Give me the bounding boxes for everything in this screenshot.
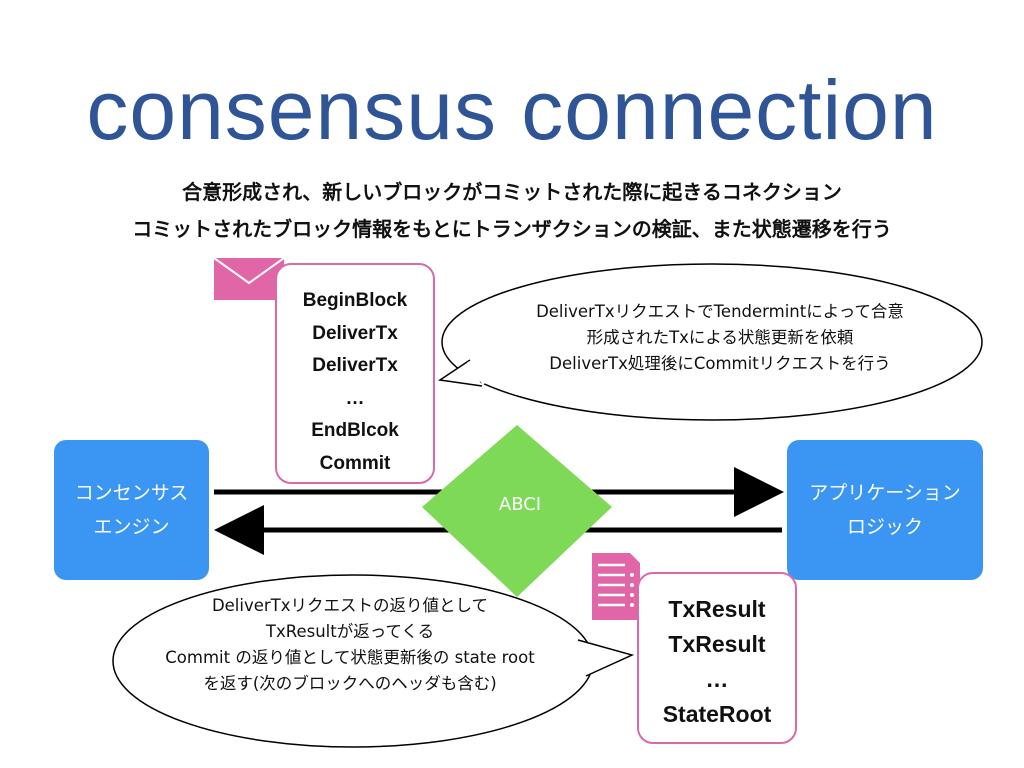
request-message-list: BeginBlock DeliverTx DeliverTx … EndBlco… (275, 263, 435, 484)
response-bubble-shape (112, 574, 635, 748)
response-message: TxResult (668, 631, 766, 657)
request-bubble-line: 形成されたTxによる状態更新を依頼 (586, 328, 854, 347)
envelope-icon (213, 257, 285, 300)
request-message: Commit (319, 452, 391, 474)
response-bubble-line: を返す(次のブロックへのヘッダも含む) (203, 674, 497, 693)
request-message: … (345, 387, 365, 409)
request-message: BeginBlock (302, 290, 408, 311)
response-bubble-line: TxResultが返ってくる (265, 622, 435, 641)
subtitle-line-1: 合意形成され、新しいブロックがコミットされた際に起きるコネクション (182, 180, 842, 204)
consensus-engine-label-2: エンジン (93, 516, 170, 538)
request-message: EndBlcok (311, 420, 399, 441)
request-bubble-shape (437, 263, 983, 421)
application-logic-box: アプリケーション ロジック (787, 440, 983, 580)
request-bubble-line: DeliverTx処理後にCommitリクエストを行う (549, 354, 891, 373)
request-message: DeliverTx (312, 322, 398, 344)
application-logic-label-2: ロジック (846, 516, 923, 538)
response-message: … (705, 666, 729, 692)
application-logic-label-1: アプリケーション (809, 482, 961, 504)
request-bubble-text: DeliverTxリクエストでTendermintによって合意 形成されたTxに… (470, 299, 970, 377)
response-message: StateRoot (662, 701, 772, 727)
response-message: TxResult (668, 596, 766, 622)
document-list-icon (592, 553, 640, 620)
response-bubble-line: Commit の返り値として状態更新後の state root (165, 648, 535, 667)
subtitle-line-2: コミットされたブロック情報をもとにトランザクションの検証、また状態遷移を行う (132, 217, 892, 241)
abci-diamond (422, 425, 612, 597)
consensus-engine-box: コンセンサス エンジン (54, 440, 209, 580)
abci-label: ABCI (498, 494, 542, 515)
consensus-engine-label-1: コンセンサス (74, 482, 189, 504)
page-title: consensus connection (86, 63, 938, 157)
response-bubble-text: DeliverTxリクエストの返り値として TxResultが返ってくる Com… (110, 593, 590, 697)
request-message: DeliverTx (312, 355, 398, 376)
response-message-list: TxResult TxResult … StateRoot (637, 572, 797, 744)
response-bubble-line: DeliverTxリクエストの返り値として (211, 596, 489, 615)
request-bubble-line: DeliverTxリクエストでTendermintによって合意 (536, 302, 904, 321)
